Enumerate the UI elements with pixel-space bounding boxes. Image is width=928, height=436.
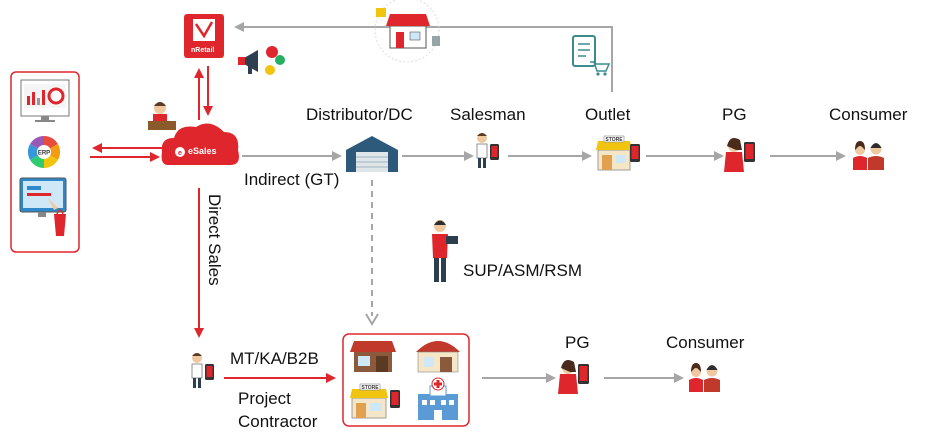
nretail-logo <box>184 14 224 58</box>
pg-promoter-icon <box>724 138 755 172</box>
restaurant-icon <box>416 341 460 373</box>
outlet-store-icon <box>596 135 640 171</box>
marketing-megaphone-icon <box>238 46 285 75</box>
outlet-store-sign: STORE <box>605 137 623 143</box>
consumer-couple-icon <box>853 141 884 170</box>
distributor-to-outlets-dashed <box>365 180 379 326</box>
pg-top-label: PG <box>722 105 747 124</box>
ecommerce-screen-icon <box>19 177 67 236</box>
hospital-icon <box>418 377 458 420</box>
esales-logo-label: eSales <box>188 146 217 156</box>
svg-text:e: e <box>178 150 182 157</box>
svg-text:ERP: ERP <box>38 151 50 157</box>
outlet-label: Outlet <box>585 105 631 124</box>
direct-salesman-icon <box>191 353 214 388</box>
sync-arrows <box>90 143 162 162</box>
pg-promoter-bottom-icon <box>558 360 589 394</box>
distributor-warehouse-icon <box>346 136 398 172</box>
outlet-to-nretail-line <box>234 22 613 92</box>
project-label: Project <box>238 389 291 408</box>
sup-asm-rsm-label: SUP/ASM/RSM <box>463 261 583 280</box>
esales-cloud-logo: e <box>161 123 239 165</box>
salesman-label: Salesman <box>450 105 526 124</box>
consumer-couple-bottom-icon <box>689 363 720 392</box>
indirect-channel-label: Indirect (GT) <box>244 170 340 189</box>
modern-trade-outlets-box <box>342 333 470 427</box>
salesman-icon <box>476 133 499 168</box>
supermarket-icon <box>350 341 396 372</box>
supervisor-icon <box>432 220 458 282</box>
nretail-esales-arrows <box>194 66 213 120</box>
pg-bottom-label: PG <box>565 333 590 352</box>
store-icon <box>350 383 400 419</box>
direct-sales-label: Direct Sales <box>205 194 224 286</box>
distributor-label: Distributor/DC <box>306 105 413 124</box>
erp-wheel-icon: ERP <box>27 135 61 169</box>
consumer-top-label: Consumer <box>829 105 908 124</box>
dashboard-monitor-icon <box>20 79 70 122</box>
consumer-bottom-label: Consumer <box>666 333 745 352</box>
order-cart-icon <box>572 35 611 76</box>
contractor-label: Contractor <box>238 412 318 431</box>
admin-person-icon <box>148 102 176 130</box>
bottom-store-sign: STORE <box>361 385 379 391</box>
source-systems-panel: ERP <box>10 71 80 253</box>
nretail-logo-label: nRetail <box>191 47 215 54</box>
store-gift-icon <box>374 0 440 63</box>
mt-ka-b2b-label: MT/KA/B2B <box>230 349 319 368</box>
